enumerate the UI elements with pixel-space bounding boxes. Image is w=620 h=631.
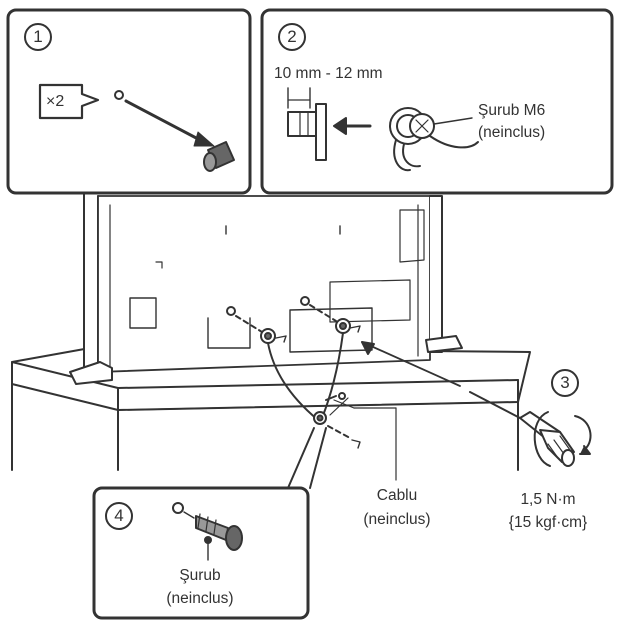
torque-value-kgf: {15 kgf·cm} (490, 513, 606, 532)
torque-value: 1,5 N·m (490, 490, 606, 509)
step-3-number: 3 (553, 373, 577, 392)
quantity-multiplier: ×2 (46, 92, 64, 111)
screw-depth-dimension: 10 mm - 12 mm (274, 64, 383, 83)
step-2-number: 2 (280, 27, 304, 46)
panel-step-2 (262, 10, 612, 193)
step-1-number: 1 (26, 27, 50, 46)
tv-back (70, 192, 462, 384)
wood-screw-label: Şurub (140, 566, 260, 585)
wood-screw-note: (neinclus) (140, 589, 260, 608)
step-4-number: 4 (107, 506, 131, 525)
m6-screw-label: Şurub M6 (478, 101, 545, 120)
cable-note: (neinclus) (352, 510, 442, 529)
cable-label: Cablu (352, 486, 442, 505)
m6-screw-note: (neinclus) (478, 123, 545, 142)
